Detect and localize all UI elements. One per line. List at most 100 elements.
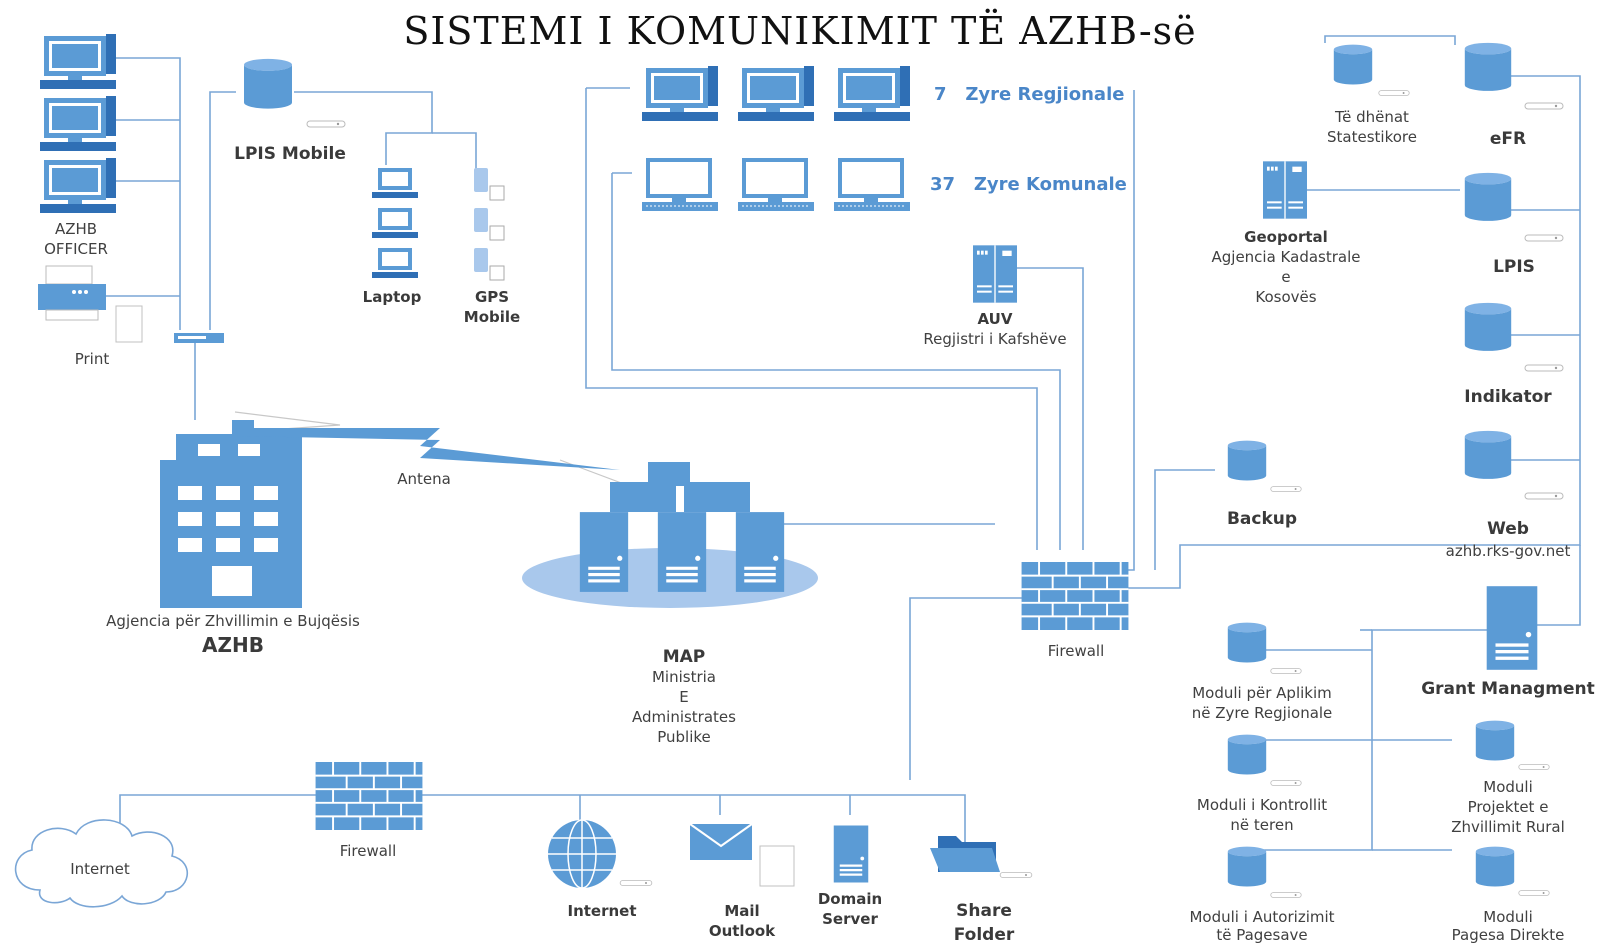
internet-service-group: Internet: [548, 819, 653, 920]
efr-group: eFR: [1464, 42, 1564, 149]
cloud-icon: [14, 819, 189, 908]
laptop-icon: [372, 208, 418, 238]
database-icon: [1227, 440, 1267, 481]
folder-icon: [930, 836, 1000, 872]
workstation-icon: [40, 158, 116, 213]
database-icon: [1475, 846, 1515, 887]
regional-offices-group: 7 Zyre Regjionale: [642, 66, 1124, 121]
connection-lines: [104, 35, 1581, 851]
auv-group: AUV Regjistri i Kafshëve: [923, 245, 1067, 348]
database-icon: [1227, 622, 1267, 663]
geoportal-label-line4: Kosovës: [1255, 288, 1316, 306]
lpis-group: LPIS: [1464, 172, 1564, 277]
mobile-device-icon: [473, 247, 505, 281]
disk-icon: [1270, 892, 1302, 898]
printer-group: Print: [38, 265, 143, 368]
disk-icon: [1524, 492, 1564, 500]
database-icon: [1464, 302, 1512, 351]
disk-icon: [306, 120, 346, 128]
workstation-icon: [40, 34, 116, 89]
web-url-label: azhb.rks-gov.net: [1446, 542, 1571, 560]
municipal-offices-label: 37 Zyre Komunale: [930, 174, 1127, 195]
grant-management-label: Grant Managment: [1421, 679, 1595, 699]
server-rack-icon: [973, 245, 1017, 303]
building-icon: [160, 420, 302, 608]
diagram-title: SISTEMI I KOMUNIKIMIT TË AZHB-së: [403, 9, 1196, 53]
antena-label: Antena: [397, 470, 451, 488]
module-application-line2: në Zyre Regjionale: [1192, 704, 1333, 722]
share-folder-group: Share Folder: [930, 836, 1033, 944]
backup-group: Backup: [1227, 440, 1302, 529]
auv-sublabel: Regjistri i Kafshëve: [923, 330, 1066, 348]
azhb-label: AZHB: [202, 633, 264, 657]
mobile-device-icon: [473, 207, 505, 241]
monitor-icon: [833, 157, 911, 212]
laptop-icon: [372, 168, 418, 198]
domain-label: Domain: [818, 890, 882, 908]
map-label-line4: Administrates: [632, 708, 736, 726]
map-label: MAP: [663, 647, 706, 667]
printer-icon: [38, 265, 106, 321]
module-authorization-line2: të Pagesave: [1216, 926, 1307, 944]
module-direct-line1: Moduli: [1483, 908, 1532, 926]
gps-label-line1: GPS: [475, 288, 509, 306]
map-label-line2: Ministria: [652, 668, 716, 686]
web-label: Web: [1487, 519, 1529, 539]
lpis-mobile-label: LPIS Mobile: [234, 144, 346, 164]
module-authorization-line1: Moduli i Autorizimit: [1189, 908, 1334, 926]
disk-icon: [1270, 486, 1302, 492]
database-icon: [1464, 430, 1512, 479]
print-server-icon: [115, 305, 143, 343]
workstation-icon: [40, 96, 116, 151]
globe-icon: [548, 819, 616, 889]
module-rural-line2: Projektet e: [1468, 798, 1549, 816]
disk-icon: [1270, 668, 1302, 674]
regional-offices-label: 7 Zyre Regjionale: [934, 84, 1124, 105]
central-firewall-label: Firewall: [1048, 642, 1105, 660]
disk-icon: [1524, 102, 1564, 110]
antenna-signal-icon: [236, 428, 620, 470]
disk-icon: [1524, 364, 1564, 372]
module-application-group: Moduli për Aplikim në Zyre Regjionale: [1192, 622, 1333, 722]
gps-mobile-group: GPS Mobile: [464, 167, 520, 326]
web-group: Web azhb.rks-gov.net: [1446, 430, 1571, 560]
geoportal-label: Geoportal: [1244, 228, 1328, 246]
print-label: Print: [75, 350, 110, 368]
internet-label: Internet: [567, 902, 636, 920]
module-direct-line2: Pagesa Direkte: [1452, 926, 1565, 944]
folder-label: Folder: [954, 925, 1015, 944]
azhb-officer-group: AZHB OFFICER: [40, 34, 116, 258]
cloud-internet-label: Internet: [70, 860, 130, 878]
gps-label-line2: Mobile: [464, 308, 520, 326]
indikator-group: Indikator: [1464, 302, 1564, 407]
database-icon: [1227, 846, 1267, 887]
database-icon: [244, 58, 292, 109]
monitor-icon: [737, 157, 815, 212]
map-group: MAP Ministria E Administrates Publike: [522, 462, 818, 746]
azhb-building-group: Antena Agjencia për Zhvillimin e Bujqësi…: [106, 420, 620, 657]
mail-group: Mail Outlook: [689, 823, 795, 940]
disk-icon: [1518, 890, 1550, 896]
officer-label-line1: AZHB: [55, 220, 97, 238]
mail-label: Mail: [724, 902, 759, 920]
central-firewall-group: Firewall: [1020, 562, 1130, 660]
lpis-label: LPIS: [1493, 257, 1535, 277]
mail-icon: [689, 823, 753, 860]
disk-icon: [1378, 90, 1410, 96]
disk-icon: [1518, 764, 1550, 770]
disk-icon: [999, 872, 1033, 878]
laptop-icon: [372, 248, 418, 278]
statistics-label-line2: Statestikore: [1327, 128, 1417, 146]
database-icon: [1475, 720, 1515, 761]
server-tower-icon: [833, 825, 869, 883]
statistics-db-group: Të dhënat Statestikore: [1327, 44, 1417, 146]
module-control-line1: Moduli i Kontrollit: [1197, 796, 1327, 814]
server-label: Server: [822, 910, 878, 928]
module-application-line1: Moduli për Aplikim: [1192, 684, 1332, 702]
database-icon: [1464, 172, 1512, 221]
server-tower-icon: [1486, 586, 1538, 670]
outlook-label: Outlook: [709, 922, 776, 940]
azhb-full-name: Agjencia për Zhvillimin e Bujqësis: [106, 612, 360, 630]
module-control-group: Moduli i Kontrollit në teren: [1197, 734, 1327, 834]
